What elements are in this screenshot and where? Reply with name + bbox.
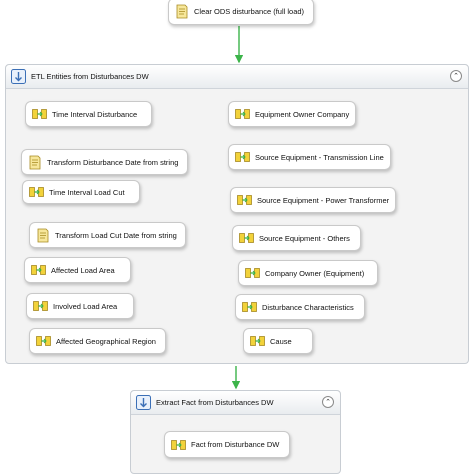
task-time-interval-disturbance[interactable]: Time Interval Disturbance	[25, 101, 152, 127]
script-task-icon	[175, 4, 189, 19]
collapse-button[interactable]: ⌃	[450, 70, 462, 82]
task-label: Fact from Disturbance DW	[191, 440, 280, 449]
task-disturbance-characteristics[interactable]: Disturbance Characteristics	[235, 294, 365, 320]
data-flow-task-icon	[242, 301, 257, 313]
task-involved-load-area[interactable]: Involved Load Area	[26, 293, 134, 319]
task-label: Time Interval Load Cut	[49, 187, 125, 197]
task-label: Involved Load Area	[53, 301, 118, 311]
script-task-icon	[28, 155, 42, 170]
task-label: Affected Load Area	[51, 265, 115, 275]
container-header: Extract Fact from Disturbances DW	[131, 391, 340, 415]
task-affected-geographical-region[interactable]: Affected Geographical Region	[29, 328, 166, 354]
task-source-equipment-others[interactable]: Source Equipment - Others	[232, 225, 361, 251]
container-header: ETL Entities from Disturbances DW	[6, 65, 468, 89]
task-clear-ods-disturbance[interactable]: Clear ODS disturbance (full load)	[168, 0, 314, 25]
data-flow-task-icon	[235, 108, 250, 120]
container-title: ETL Entities from Disturbances DW	[31, 72, 149, 81]
collapse-button[interactable]: ⌃	[322, 396, 334, 408]
task-label: Cause	[270, 336, 292, 346]
task-affected-load-area[interactable]: Affected Load Area	[24, 257, 131, 283]
task-label: Company Owner (Equipment)	[265, 268, 365, 278]
data-flow-task-icon	[33, 300, 48, 312]
data-flow-task-icon	[250, 335, 265, 347]
task-label: Source Equipment - Power Transformer	[257, 195, 390, 205]
task-fact-from-disturbance-dw[interactable]: Fact from Disturbance DW	[164, 431, 290, 458]
task-transform-load-cut-date[interactable]: Transform Load Cut Date from string	[29, 222, 186, 248]
task-label: Source Equipment - Transmission Line	[255, 152, 384, 162]
task-label: Transform Load Cut Date from string	[55, 230, 177, 240]
container-title: Extract Fact from Disturbances DW	[156, 398, 274, 407]
task-label: Time Interval Disturbance	[52, 109, 138, 119]
sequence-container-icon	[136, 395, 151, 410]
task-cause[interactable]: Cause	[243, 328, 313, 354]
data-flow-task-icon	[29, 186, 44, 198]
data-flow-task-icon	[245, 267, 260, 279]
task-source-equipment-transmission-line[interactable]: Source Equipment - Transmission Line	[228, 144, 391, 170]
task-company-owner-equipment[interactable]: Company Owner (Equipment)	[238, 260, 378, 286]
task-time-interval-load-cut[interactable]: Time Interval Load Cut	[22, 180, 140, 204]
data-flow-task-icon	[36, 335, 51, 347]
task-label: Affected Geographical Region	[56, 336, 156, 346]
data-flow-task-icon	[171, 439, 186, 451]
task-label: Equipment Owner Company	[255, 109, 350, 119]
data-flow-task-icon	[32, 108, 47, 120]
sequence-container-icon	[11, 69, 26, 84]
data-flow-task-icon	[239, 232, 254, 244]
task-label: Clear ODS disturbance (full load)	[194, 7, 305, 16]
task-transform-disturbance-date[interactable]: Transform Disturbance Date from string	[21, 149, 188, 175]
data-flow-task-icon	[237, 194, 252, 206]
task-label: Source Equipment - Others	[259, 233, 350, 243]
task-label: Transform Disturbance Date from string	[47, 157, 179, 167]
data-flow-task-icon	[31, 264, 46, 276]
task-equipment-owner-company[interactable]: Equipment Owner Company	[228, 101, 356, 127]
data-flow-task-icon	[235, 151, 250, 163]
task-source-equipment-power-transformer[interactable]: Source Equipment - Power Transformer	[230, 187, 396, 213]
task-label: Disturbance Characteristics	[262, 302, 354, 312]
script-task-icon	[36, 228, 50, 243]
